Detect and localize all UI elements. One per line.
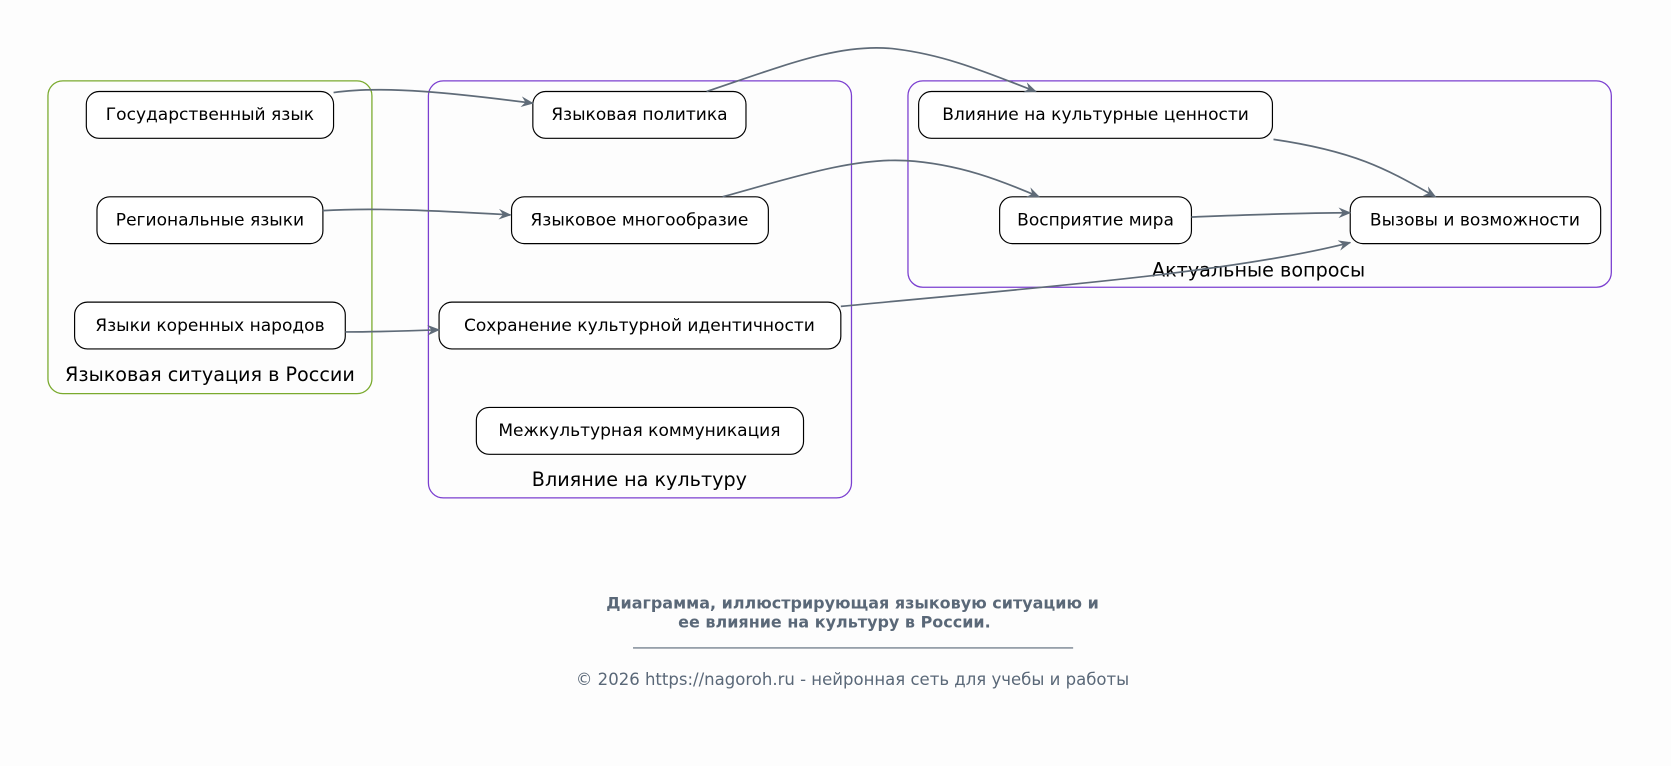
cluster-label: Актуальные вопросы: [1152, 259, 1365, 282]
node-label: Сохранение культурной идентичности: [464, 316, 815, 336]
node-label: Межкультурная коммуникация: [498, 421, 780, 441]
edge-values-to-challenges: [1273, 138, 1437, 198]
node-cultural-identity[interactable]: Сохранение культурной идентичности: [438, 301, 842, 350]
node-world-perception[interactable]: Восприятие мира: [999, 196, 1193, 245]
edge-policy-to-values: [706, 46, 1037, 93]
edge-regional-to-diversity: [322, 208, 512, 220]
edge-identity-to-challenges: [840, 240, 1352, 308]
cluster-language-situation: Языковая ситуация в России: [47, 80, 373, 395]
node-label: Языки коренных народов: [95, 316, 324, 336]
footer-title-line1: Диаграмма, иллюстрирующая языковую ситуа…: [606, 594, 1098, 613]
edge-diversity-to-perception: [722, 159, 1041, 198]
edge-indigenous-to-identity: [345, 324, 441, 336]
edge-perception-to-challenges: [1191, 207, 1352, 219]
cluster-label: Языковая ситуация в России: [65, 363, 355, 386]
node-regional-languages[interactable]: Региональные языки: [96, 196, 324, 245]
footer-copyright: © 2026 https://nagoroh.ru - нейронная се…: [576, 670, 1129, 689]
node-label: Языковое многообразие: [530, 211, 748, 231]
node-label: Вызовы и возможности: [1370, 211, 1580, 231]
footer-title-line2: ее влияние на культуру в России.: [678, 613, 991, 632]
cluster-culture-influence: Влияние на культуру: [427, 80, 853, 499]
edge-state-to-policy: [333, 88, 534, 107]
node-intercultural-communication[interactable]: Межкультурная коммуникация: [475, 406, 805, 455]
node-label: Государственный язык: [106, 105, 314, 125]
node-language-diversity[interactable]: Языковое многообразие: [510, 196, 769, 245]
node-challenges[interactable]: Вызовы и возможности: [1349, 196, 1602, 245]
node-label: Влияние на культурные ценности: [942, 105, 1249, 125]
node-label: Восприятие мира: [1017, 211, 1174, 231]
cluster-label: Влияние на культуру: [532, 468, 747, 491]
node-label: Региональные языки: [116, 211, 304, 231]
node-indigenous-languages[interactable]: Языки коренных народов: [74, 301, 346, 350]
node-state-language[interactable]: Государственный язык: [85, 90, 335, 139]
node-cultural-values[interactable]: Влияние на культурные ценности: [918, 90, 1274, 139]
cluster-current-issues: Актуальные вопросы: [907, 80, 1612, 288]
node-label: Языковая политика: [551, 105, 727, 125]
node-language-policy[interactable]: Языковая политика: [532, 90, 747, 139]
